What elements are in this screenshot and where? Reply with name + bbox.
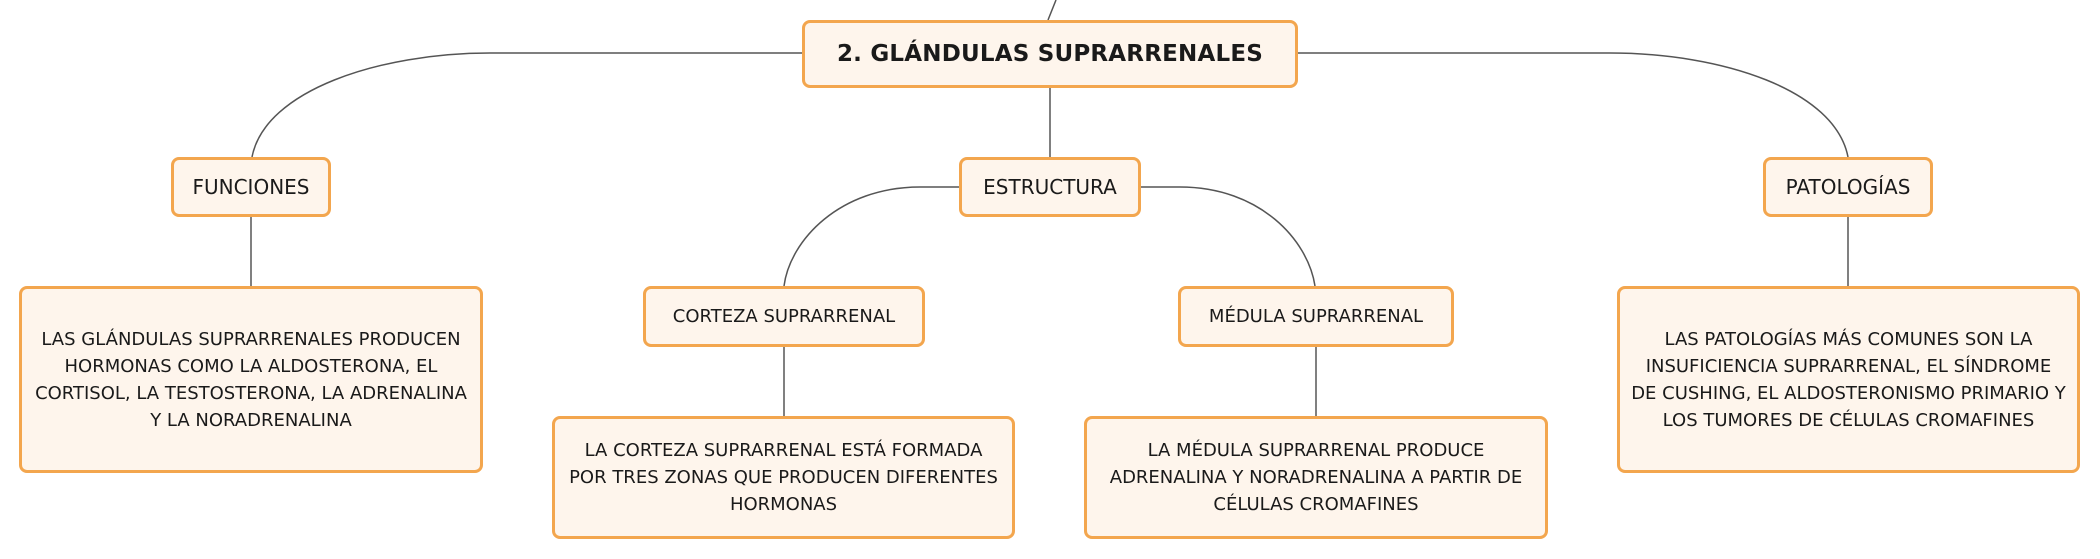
medula-description-node[interactable]: LA MÉDULA SUPRARRENAL PRODUCE ADRENALINA…	[1084, 416, 1548, 539]
patologias-description-node[interactable]: LAS PATOLOGÍAS MÁS COMUNES SON LA INSUFI…	[1617, 286, 2080, 473]
connector-title-funciones	[251, 52, 802, 158]
medula-suprarrenal-node[interactable]: MÉDULA SUPRARRENAL	[1178, 286, 1454, 347]
connector-estructura-medula	[1141, 186, 1316, 287]
connector-estructura-corteza	[783, 186, 959, 287]
connector-parent-title	[1047, 0, 1057, 21]
corteza-suprarrenal-node[interactable]: CORTEZA SUPRARRENAL	[643, 286, 925, 347]
estructura-node[interactable]: ESTRUCTURA	[959, 157, 1141, 217]
funciones-node[interactable]: FUNCIONES	[171, 157, 331, 217]
connector-title-patologias	[1298, 52, 1849, 158]
patologias-node[interactable]: PATOLOGÍAS	[1763, 157, 1933, 217]
central-topic-node[interactable]: 2. GLÁNDULAS SUPRARRENALES	[802, 20, 1298, 88]
funciones-description-node[interactable]: LAS GLÁNDULAS SUPRARRENALES PRODUCEN HOR…	[19, 286, 483, 473]
corteza-description-node[interactable]: LA CORTEZA SUPRARRENAL ESTÁ FORMADA POR …	[552, 416, 1015, 539]
